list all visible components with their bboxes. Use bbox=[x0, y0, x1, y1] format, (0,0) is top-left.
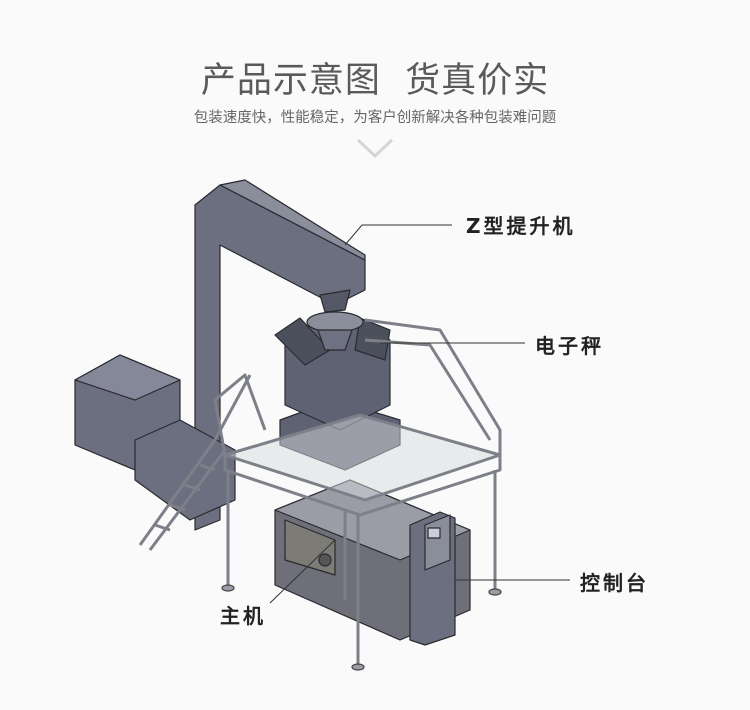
elevator-leader-line bbox=[344, 224, 452, 246]
chevron-down-icon bbox=[356, 138, 394, 159]
platform-frame bbox=[138, 318, 502, 665]
title-left: 产品示意图 bbox=[200, 61, 381, 101]
label-control: 控制台 bbox=[580, 571, 649, 595]
title-right: 货真价实 bbox=[405, 61, 550, 101]
z-elevator bbox=[74, 179, 366, 531]
frame-feet bbox=[221, 584, 502, 671]
label-main: 主机 bbox=[220, 604, 266, 628]
label-scale: 电子秤 bbox=[535, 334, 604, 358]
main-leader-line bbox=[269, 539, 336, 604]
subtitle: 包装速度快，性能稳定，为客户创新解决各种包装难问题 bbox=[193, 110, 557, 126]
label-elevator: Z型提升机 bbox=[466, 214, 576, 238]
control-cabinet bbox=[409, 511, 456, 646]
page-title: 产品示意图 货真价实 bbox=[0, 52, 750, 103]
